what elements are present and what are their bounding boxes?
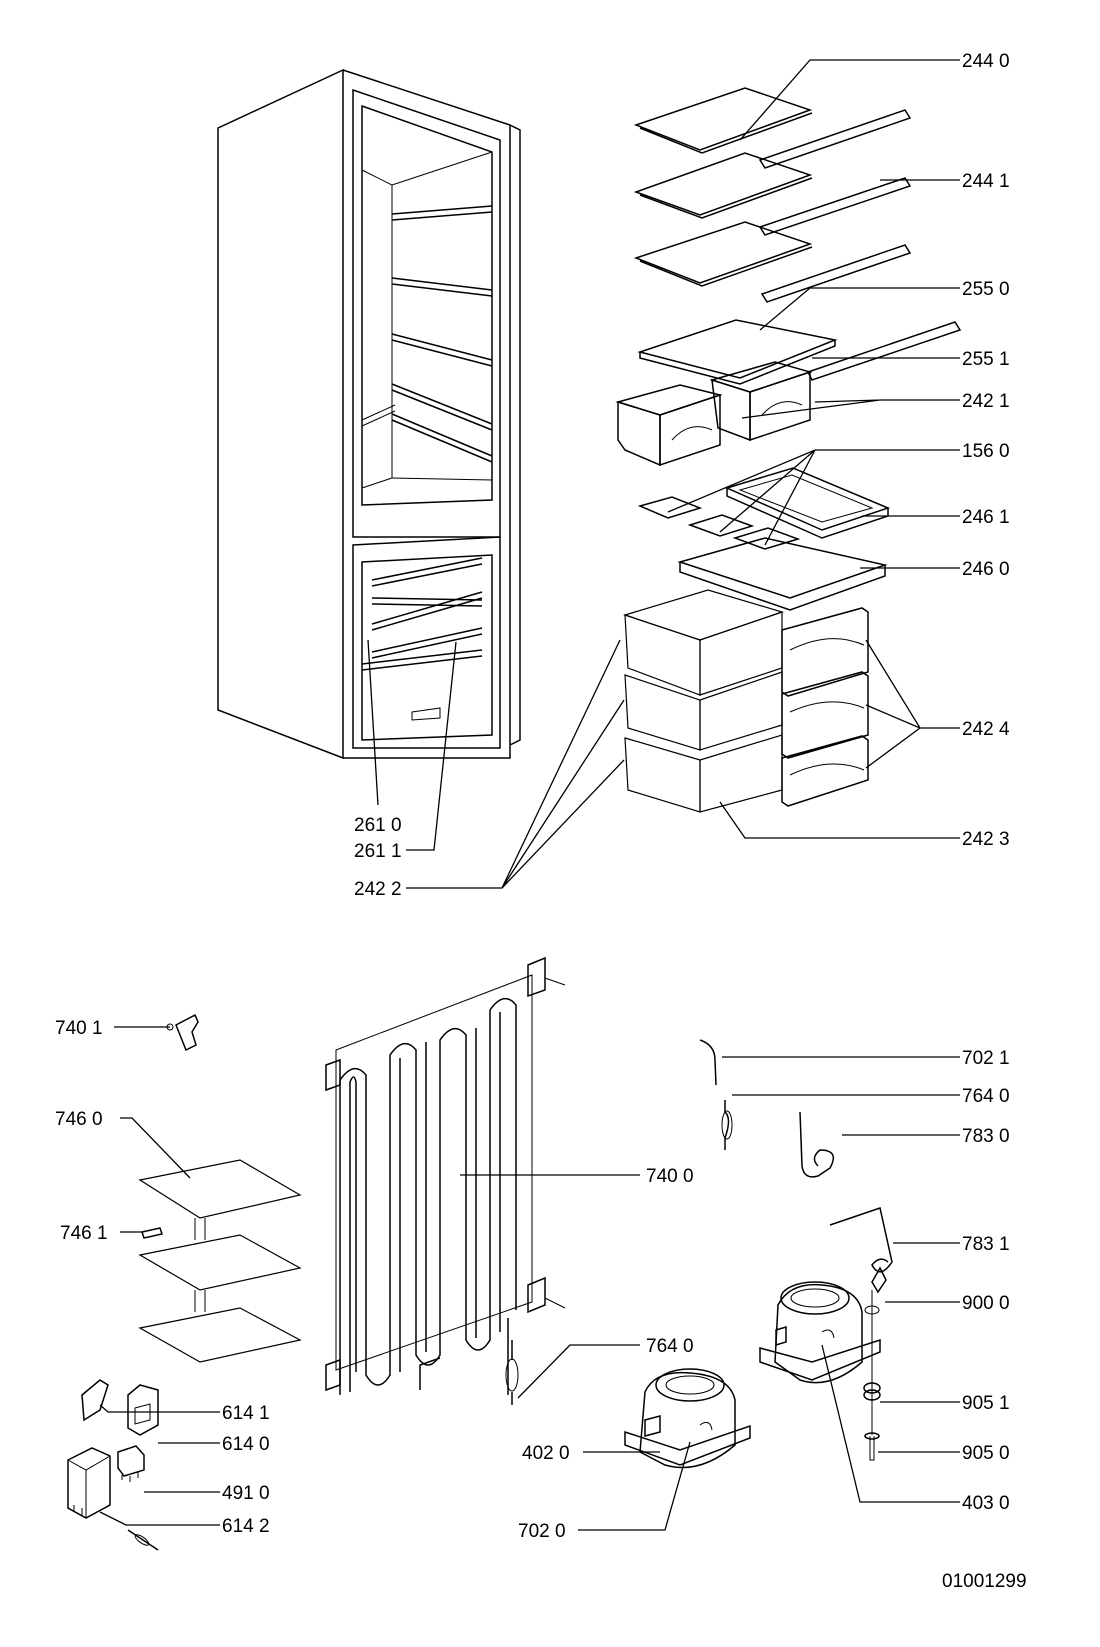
label-4030: 403 0 <box>962 1493 1010 1514</box>
freezer-basket-middle <box>624 671 783 751</box>
label-2610: 261 0 <box>354 815 402 836</box>
label-6141: 614 1 <box>222 1403 270 1424</box>
label-7830: 783 0 <box>962 1126 1010 1147</box>
freezer-shelf-rails <box>361 557 483 671</box>
start-relay-6140 <box>127 1384 159 1436</box>
label-7831: 783 1 <box>962 1234 1010 1255</box>
refrigerator-cabinet <box>217 68 521 760</box>
label-6142: 614 2 <box>222 1516 270 1537</box>
label-9050: 905 0 <box>962 1443 1010 1464</box>
condenser-coil-7400 <box>325 956 566 1395</box>
label-9000: 900 0 <box>962 1293 1010 1314</box>
filter-drier-7640b <box>505 1340 519 1405</box>
label-7020: 702 0 <box>518 1521 566 1542</box>
label-4020: 402 0 <box>522 1443 570 1464</box>
drawing-number: 01001299 <box>942 1571 1027 1592</box>
glass-shelf-2550 <box>637 319 838 385</box>
label-7461: 746 1 <box>60 1223 108 1244</box>
hinge-bracket-7401 <box>166 1013 199 1052</box>
pipe-7831 <box>829 1207 893 1273</box>
part-labels: 244 0 244 1 255 0 255 1 242 1 156 0 246 … <box>55 51 1027 1592</box>
compressor-4020 <box>624 1368 751 1469</box>
label-2550: 255 0 <box>962 279 1010 300</box>
relay-cover-6141 <box>81 1379 109 1422</box>
filter-drier-7640a <box>721 1100 733 1150</box>
label-7640b: 764 0 <box>646 1336 694 1357</box>
label-7400: 740 0 <box>646 1166 694 1187</box>
compressor-4030 <box>759 1281 881 1384</box>
fridge-shelf-rails <box>361 205 493 463</box>
terminal-cover-6142 <box>67 1447 159 1551</box>
freezer-basket-bottom <box>624 734 783 813</box>
label-2611: 261 1 <box>354 841 402 862</box>
label-2440: 244 0 <box>962 51 1010 72</box>
ice-tray-cover-2461 <box>724 467 891 539</box>
shelf-trims-2441 <box>758 109 912 303</box>
freezer-baskets-2422 <box>623 589 784 813</box>
label-2422: 242 2 <box>354 879 402 900</box>
label-2460: 246 0 <box>962 559 1010 580</box>
crisper-drawers-2421 <box>615 361 813 467</box>
label-2423: 242 3 <box>962 829 1010 850</box>
wire-shelf-2440 <box>633 87 813 287</box>
label-7401: 740 1 <box>55 1018 103 1039</box>
label-2424: 242 4 <box>962 719 1010 740</box>
evaporator-shelves-7460 <box>138 1159 302 1363</box>
freezer-basket-top <box>623 589 784 696</box>
label-2461: 246 1 <box>962 507 1010 528</box>
capillary-loop-7830 <box>799 1111 835 1178</box>
label-4910: 491 0 <box>222 1483 270 1504</box>
thermal-protector-4910 <box>117 1445 145 1482</box>
label-7021: 702 1 <box>962 1048 1010 1069</box>
pipe-7021 <box>699 1039 717 1086</box>
label-6140: 614 0 <box>222 1434 270 1455</box>
clip-7461 <box>141 1227 163 1239</box>
label-2441: 244 1 <box>962 171 1010 192</box>
wire-shelf-middle <box>633 152 813 219</box>
compressor-mount-hardware <box>863 1266 887 1461</box>
freezer-drawer-fronts-2424 <box>781 607 869 807</box>
label-2551: 255 1 <box>962 349 1010 370</box>
leader-lines <box>99 59 960 1531</box>
label-7640a: 764 0 <box>962 1086 1010 1107</box>
label-1560: 156 0 <box>962 441 1010 462</box>
wire-shelf-upper <box>633 87 813 154</box>
label-9051: 905 1 <box>962 1393 1010 1414</box>
glass-shelf-trim-2551 <box>806 321 962 381</box>
ice-cube-trays-1560 <box>637 496 801 550</box>
wire-shelf-lower <box>633 221 813 287</box>
label-2421: 242 1 <box>962 391 1010 412</box>
label-7460: 746 0 <box>55 1109 103 1130</box>
freezer-tray-2460 <box>677 537 888 611</box>
